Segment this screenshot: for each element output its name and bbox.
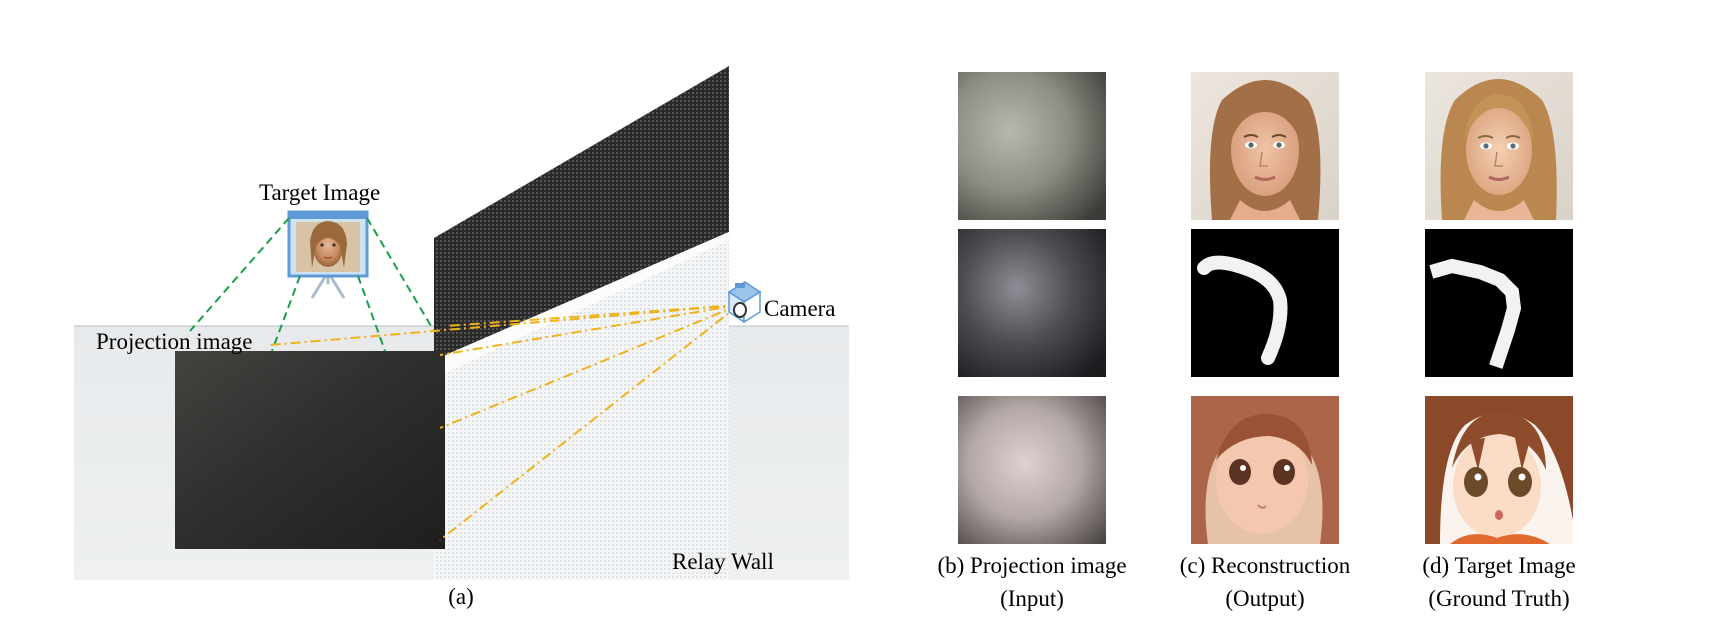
mesh-wall	[434, 66, 729, 360]
tile-b-anime	[958, 396, 1106, 544]
tile-c-anime	[1191, 396, 1339, 544]
orange-camera-lines	[269, 304, 740, 541]
camera-icon	[727, 281, 762, 324]
tile-d-digit	[1425, 229, 1573, 377]
panel-a-caption: (a)	[448, 584, 474, 609]
camera-label: Camera	[764, 296, 836, 321]
target-image-label: Target Image	[259, 180, 381, 205]
relay-wall-label: Relay Wall	[672, 549, 774, 574]
green-projection-lines	[189, 217, 435, 352]
col-c-caption-line1: (c) Reconstruction	[1179, 553, 1351, 578]
tile-c-digit	[1191, 229, 1339, 377]
tile-b-digit	[958, 229, 1106, 377]
projection-screen	[175, 351, 445, 549]
col-b-caption-line1: (b) Projection image	[937, 553, 1127, 578]
col-b-caption-line2: (Input)	[1000, 586, 1064, 611]
tile-c-face	[1191, 72, 1339, 220]
tile-b-face	[958, 72, 1106, 220]
col-c-caption-line2: (Output)	[1225, 586, 1305, 611]
col-d-caption-line2: (Ground Truth)	[1428, 586, 1570, 611]
tile-d-face	[1425, 72, 1573, 220]
tile-d-anime	[1425, 396, 1573, 544]
col-d-caption-line1: (d) Target Image	[1422, 553, 1576, 578]
projection-image-label: Projection image	[96, 329, 253, 354]
target-image-easel	[287, 210, 369, 299]
